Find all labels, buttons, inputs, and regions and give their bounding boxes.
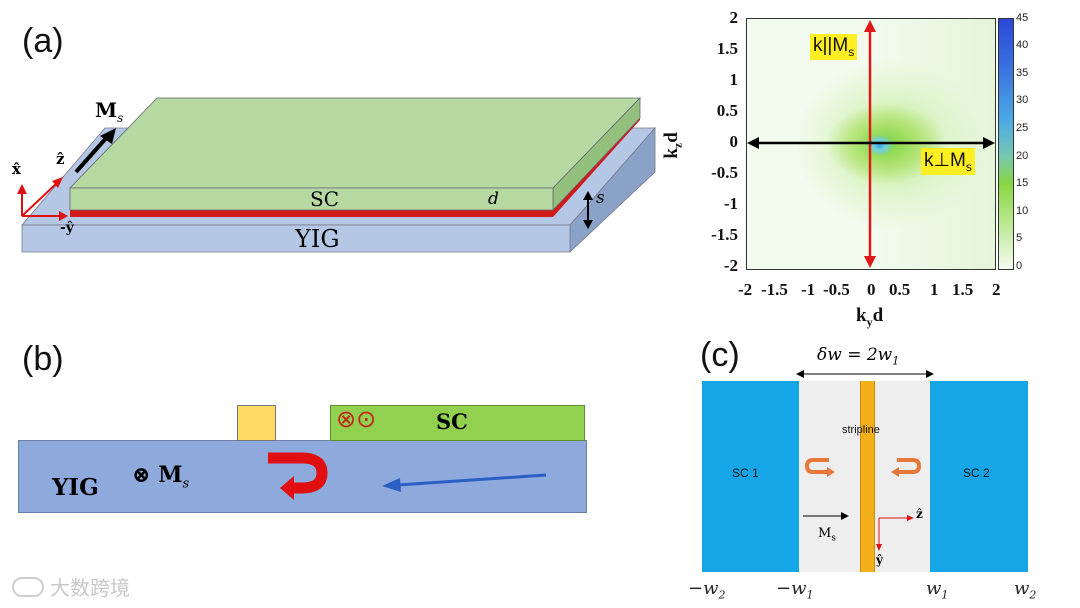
y-tick: 0.5 xyxy=(716,101,738,120)
ms-arrow xyxy=(74,134,110,174)
colorbar-ticks: 45 40 35 30 25 20 15 10 5 0 xyxy=(1016,12,1056,274)
bottom-tick: w1 xyxy=(926,578,949,602)
y-tick: 2 xyxy=(729,8,739,27)
k-perp-arrow-left xyxy=(747,137,759,149)
colormap-arrows xyxy=(747,20,995,268)
colorbar-tick: 25 xyxy=(1016,122,1029,134)
sc-label: SC xyxy=(310,187,340,211)
stripline-label: stripline xyxy=(842,424,880,436)
sc1-region xyxy=(702,381,799,572)
x-tick: -2 xyxy=(738,280,753,299)
k-perp-label: k⊥Ms xyxy=(921,148,975,175)
panel-b-yig-label: YIG xyxy=(52,474,99,501)
x-tick: 0.5 xyxy=(889,280,911,299)
k-parallel-label: k||Ms xyxy=(810,34,858,60)
panel-b-arrows xyxy=(268,452,547,500)
panel-b-label: (b) xyxy=(22,340,64,378)
y-tick: -2 xyxy=(723,256,738,275)
panel-b-sc-label: SC xyxy=(436,409,468,434)
yig-label: YIG xyxy=(295,225,340,253)
delta-w-label: δw = 2w1 xyxy=(817,345,900,368)
colorbar-tick: 0 xyxy=(1016,260,1023,272)
x-tick: 2 xyxy=(992,280,1001,299)
sc2-region xyxy=(930,381,1028,572)
panel-a-diagram xyxy=(17,97,656,253)
axis-z-arrow xyxy=(21,181,59,217)
y-tick: -1 xyxy=(723,194,738,213)
colorbar-tick: 20 xyxy=(1016,150,1029,162)
x-tick: -0.5 xyxy=(823,280,850,299)
x-axis-ticks: -2 -1.5 -1 -0.5 0 0.5 1 1.5 2 xyxy=(730,280,1010,302)
y-tick: -0.5 xyxy=(711,163,738,182)
incident-arrow xyxy=(397,473,547,487)
sc2-label: SC 2 xyxy=(963,466,990,480)
watermark: 大数跨境 xyxy=(12,572,130,601)
panel-b-yig xyxy=(18,440,587,513)
panel-c-z-label: ẑ xyxy=(916,507,923,521)
panel-b-sc xyxy=(330,405,585,441)
s-label: s xyxy=(596,188,605,208)
colorbar-tick: 5 xyxy=(1016,232,1023,244)
k-perp-arrow-right xyxy=(983,137,995,149)
y-tick: 1 xyxy=(729,70,739,89)
colorbar xyxy=(998,18,1014,270)
axis-z-label: ẑ xyxy=(56,150,65,168)
reflection-arrow xyxy=(268,452,328,494)
colorbar-tick: 40 xyxy=(1016,39,1029,51)
panel-c-arrows xyxy=(803,458,922,551)
colorbar-tick: 30 xyxy=(1016,94,1029,106)
colorbar-tick: 15 xyxy=(1016,177,1029,189)
panel-a-label: (a) xyxy=(22,22,64,60)
sc-front-face xyxy=(69,187,554,211)
y-axis-ticks: 2 1.5 1 0.5 0 -0.5 -1 -1.5 -2 xyxy=(700,8,740,278)
x-tick: 0 xyxy=(867,280,876,299)
y-tick: 0 xyxy=(729,132,739,151)
y-tick: -1.5 xyxy=(711,225,738,244)
k-parallel-arrow-bottom xyxy=(864,256,876,268)
delta-w-arrow xyxy=(796,370,934,378)
panel-c-y-label: ŷ xyxy=(876,553,883,567)
x-tick: 1 xyxy=(930,280,939,299)
k-parallel-arrow-top xyxy=(864,20,876,32)
axis-y-label: -ŷ xyxy=(60,220,74,236)
colorbar-tick: 45 xyxy=(1016,12,1029,24)
colorbar-tick: 10 xyxy=(1016,205,1029,217)
panel-c-ms-label: Ms xyxy=(818,526,836,544)
y-axis-label: kzd xyxy=(660,132,685,159)
axis-x-label: x̂ xyxy=(12,160,21,178)
watermark-logo-icon xyxy=(12,576,44,597)
bottom-tick: −w2 xyxy=(688,578,726,602)
x-tick: -1 xyxy=(801,280,816,299)
y-tick: 1.5 xyxy=(716,39,738,58)
panel-b-stripline-block xyxy=(237,405,276,441)
panel-c-label: (c) xyxy=(700,336,740,374)
sc1-label: SC 1 xyxy=(732,466,759,480)
bottom-tick: −w1 xyxy=(776,578,814,602)
panel-b-ms-label: ⊗ Ms xyxy=(132,462,190,492)
colorbar-tick: 35 xyxy=(1016,67,1029,79)
x-tick: 1.5 xyxy=(952,280,974,299)
panel-b-field-symbols: ⊗⊙ xyxy=(336,405,377,433)
x-tick: -1.5 xyxy=(761,280,788,299)
bottom-tick: w2 xyxy=(1014,578,1037,602)
sc-top-face xyxy=(69,97,641,189)
ms-arrowhead xyxy=(100,128,116,144)
x-axis-label: kyd xyxy=(856,305,884,329)
yig-front-face xyxy=(21,224,571,253)
panel-c-bottom-ticks: −w2 −w1 w1 w2 xyxy=(686,578,1056,604)
stripline-bar xyxy=(860,381,875,572)
d-label: d xyxy=(488,189,499,209)
ms-label: Ms xyxy=(95,98,124,125)
